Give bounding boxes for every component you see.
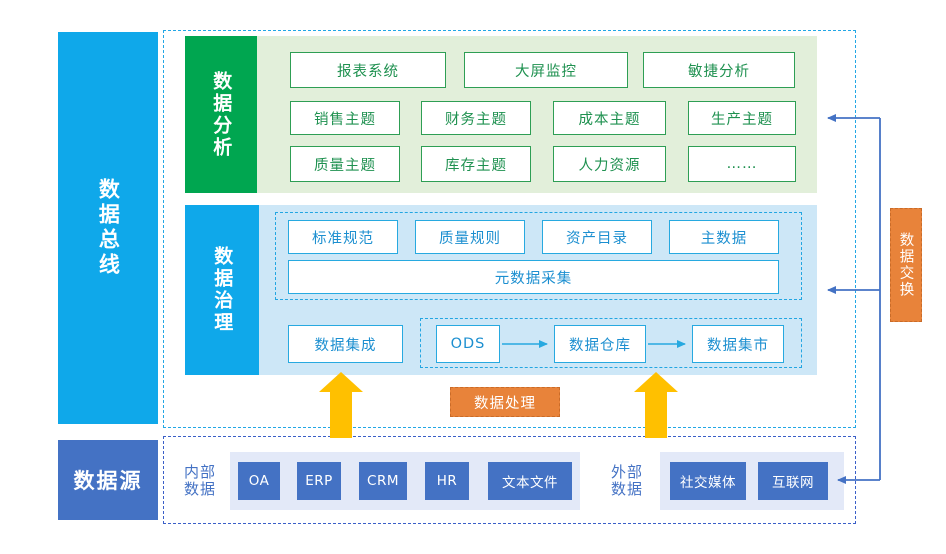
internal-data-box-hr[interactable]: HR: [425, 462, 469, 500]
external-data-label: 外部 数据: [598, 452, 656, 510]
data-bus-bar: 数据总线: [58, 32, 158, 424]
warehouse-pipeline-dashed-group: [420, 318, 802, 368]
analysis-box-human-resources[interactable]: 人力资源: [553, 146, 666, 182]
data-exchange-label: 数据交换: [897, 232, 914, 298]
analysis-box-production-theme[interactable]: 生产主题: [688, 101, 796, 135]
pipeline-box-data-mart[interactable]: 数据集市: [692, 325, 784, 363]
pipeline-box-data-warehouse[interactable]: 数据仓库: [554, 325, 646, 363]
governance-box-quality-rules[interactable]: 质量规则: [415, 220, 525, 254]
internal-data-label: 内部 数据: [172, 452, 228, 510]
internal-data-box-oa[interactable]: OA: [238, 462, 280, 500]
data-source-bar: 数据源: [58, 440, 158, 520]
internal-data-label-line1: 内部: [183, 462, 216, 481]
analysis-side-bar: 数据分析: [185, 36, 257, 193]
data-exchange-tag: 数据交换: [890, 208, 922, 322]
governance-box-standards[interactable]: 标准规范: [288, 220, 398, 254]
analysis-box-agile-analysis[interactable]: 敏捷分析: [643, 52, 795, 88]
external-data-box-internet[interactable]: 互联网: [758, 462, 828, 500]
internal-data-box-text-file[interactable]: 文本文件: [488, 462, 572, 500]
internal-data-box-crm[interactable]: CRM: [359, 462, 407, 500]
external-data-box-social-media[interactable]: 社交媒体: [670, 462, 746, 500]
data-bus-label: 数据总线: [96, 178, 121, 278]
external-data-label-line2: 数据: [610, 480, 643, 498]
analysis-box-more[interactable]: ……: [688, 146, 796, 182]
analysis-box-quality-theme[interactable]: 质量主题: [290, 146, 400, 182]
analysis-box-finance-theme[interactable]: 财务主题: [421, 101, 531, 135]
internal-data-box-erp[interactable]: ERP: [297, 462, 341, 500]
governance-box-master-data[interactable]: 主数据: [669, 220, 779, 254]
governance-box-metadata-collection[interactable]: 元数据采集: [288, 260, 779, 294]
pipeline-box-ods[interactable]: ODS: [436, 325, 500, 363]
internal-data-label-line2: 数据: [183, 480, 216, 498]
platform-dashed-container: [163, 30, 856, 428]
governance-box-asset-catalog[interactable]: 资产目录: [542, 220, 652, 254]
analysis-box-bigscreen-monitor[interactable]: 大屏监控: [464, 52, 628, 88]
analysis-box-report-system[interactable]: 报表系统: [290, 52, 446, 88]
governance-side-label: 数据治理: [211, 246, 234, 334]
governance-box-data-integration[interactable]: 数据集成: [288, 325, 403, 363]
governance-standards-dashed-group: [275, 212, 802, 300]
analysis-side-label: 数据分析: [210, 70, 233, 159]
analysis-box-cost-theme[interactable]: 成本主题: [553, 101, 666, 135]
data-processing-tag: 数据处理: [450, 387, 560, 417]
analysis-box-sales-theme[interactable]: 销售主题: [290, 101, 400, 135]
governance-side-bar: 数据治理: [185, 205, 259, 375]
analysis-box-inventory-theme[interactable]: 库存主题: [421, 146, 531, 182]
external-data-label-line1: 外部: [610, 462, 643, 481]
